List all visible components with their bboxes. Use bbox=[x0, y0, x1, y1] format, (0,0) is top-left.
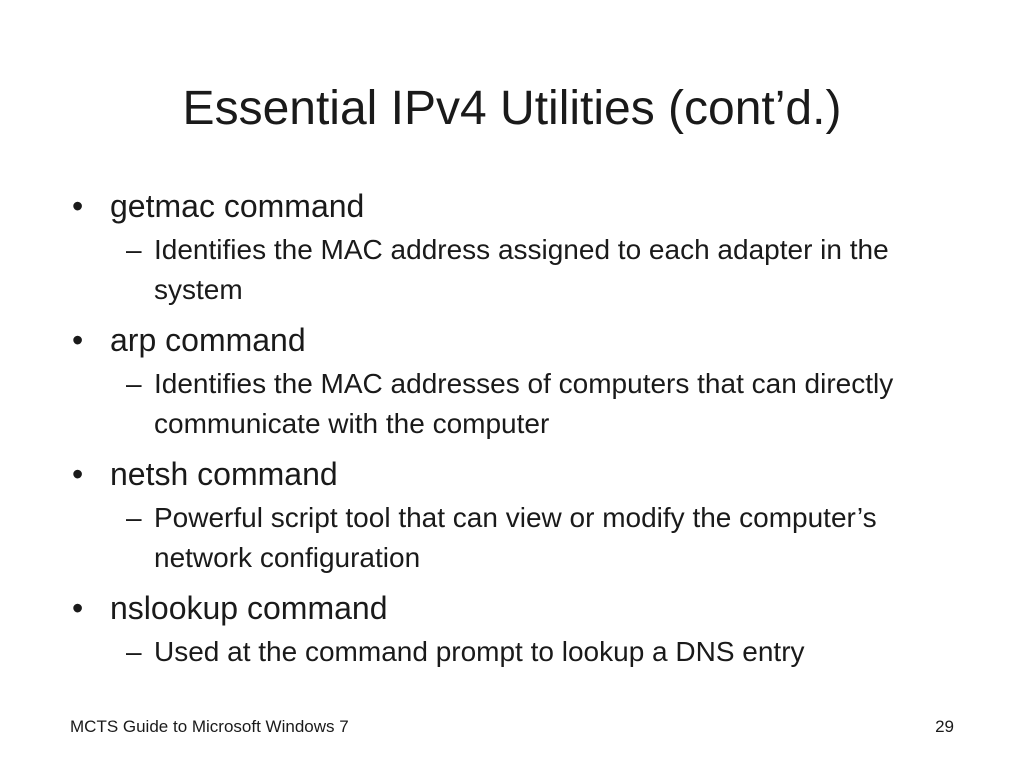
footer-course-title: MCTS Guide to Microsoft Windows 7 bbox=[70, 717, 349, 736]
bullet-group: • nslookup command – Used at the command… bbox=[70, 588, 970, 672]
bullet-item: • getmac command bbox=[70, 186, 970, 226]
sub-bullet-item: – Identifies the MAC addresses of comput… bbox=[70, 364, 970, 444]
sub-bullet-dash: – bbox=[126, 636, 142, 667]
sub-bullet-item: – Powerful script tool that can view or … bbox=[70, 498, 970, 578]
sub-bullet-item: – Identifies the MAC address assigned to… bbox=[70, 230, 970, 310]
bullet-item: • arp command bbox=[70, 320, 970, 360]
bullet-dot: • bbox=[72, 590, 84, 626]
bullet-dot: • bbox=[72, 322, 84, 358]
bullet-text: getmac command bbox=[110, 188, 365, 224]
sub-bullet-dash: – bbox=[126, 502, 142, 533]
sub-bullet-text: Powerful script tool that can view or mo… bbox=[154, 502, 877, 573]
bullet-item: • nslookup command bbox=[70, 588, 970, 628]
bullet-text: arp command bbox=[110, 322, 306, 358]
bullet-item: • netsh command bbox=[70, 454, 970, 494]
bullet-dot: • bbox=[72, 456, 84, 492]
slide-title: Essential IPv4 Utilities (cont’d.) bbox=[182, 82, 842, 135]
sub-bullet-item: – Used at the command prompt to lookup a… bbox=[70, 632, 970, 672]
bullet-list: • getmac command – Identifies the MAC ad… bbox=[70, 186, 970, 672]
bullet-text: nslookup command bbox=[110, 590, 388, 626]
sub-bullet-dash: – bbox=[126, 234, 142, 265]
sub-bullet-text: Identifies the MAC addresses of computer… bbox=[154, 368, 894, 439]
sub-bullet-dash: – bbox=[126, 368, 142, 399]
bullet-group: • getmac command – Identifies the MAC ad… bbox=[70, 186, 970, 310]
sub-bullet-text: Identifies the MAC address assigned to e… bbox=[154, 234, 889, 305]
sub-bullet-text: Used at the command prompt to lookup a D… bbox=[154, 636, 805, 667]
bullet-dot: • bbox=[72, 188, 84, 224]
bullet-group: • arp command – Identifies the MAC addre… bbox=[70, 320, 970, 444]
bullet-text: netsh command bbox=[110, 456, 338, 492]
bullet-group: • netsh command – Powerful script tool t… bbox=[70, 454, 970, 578]
page-number: 29 bbox=[935, 717, 954, 736]
